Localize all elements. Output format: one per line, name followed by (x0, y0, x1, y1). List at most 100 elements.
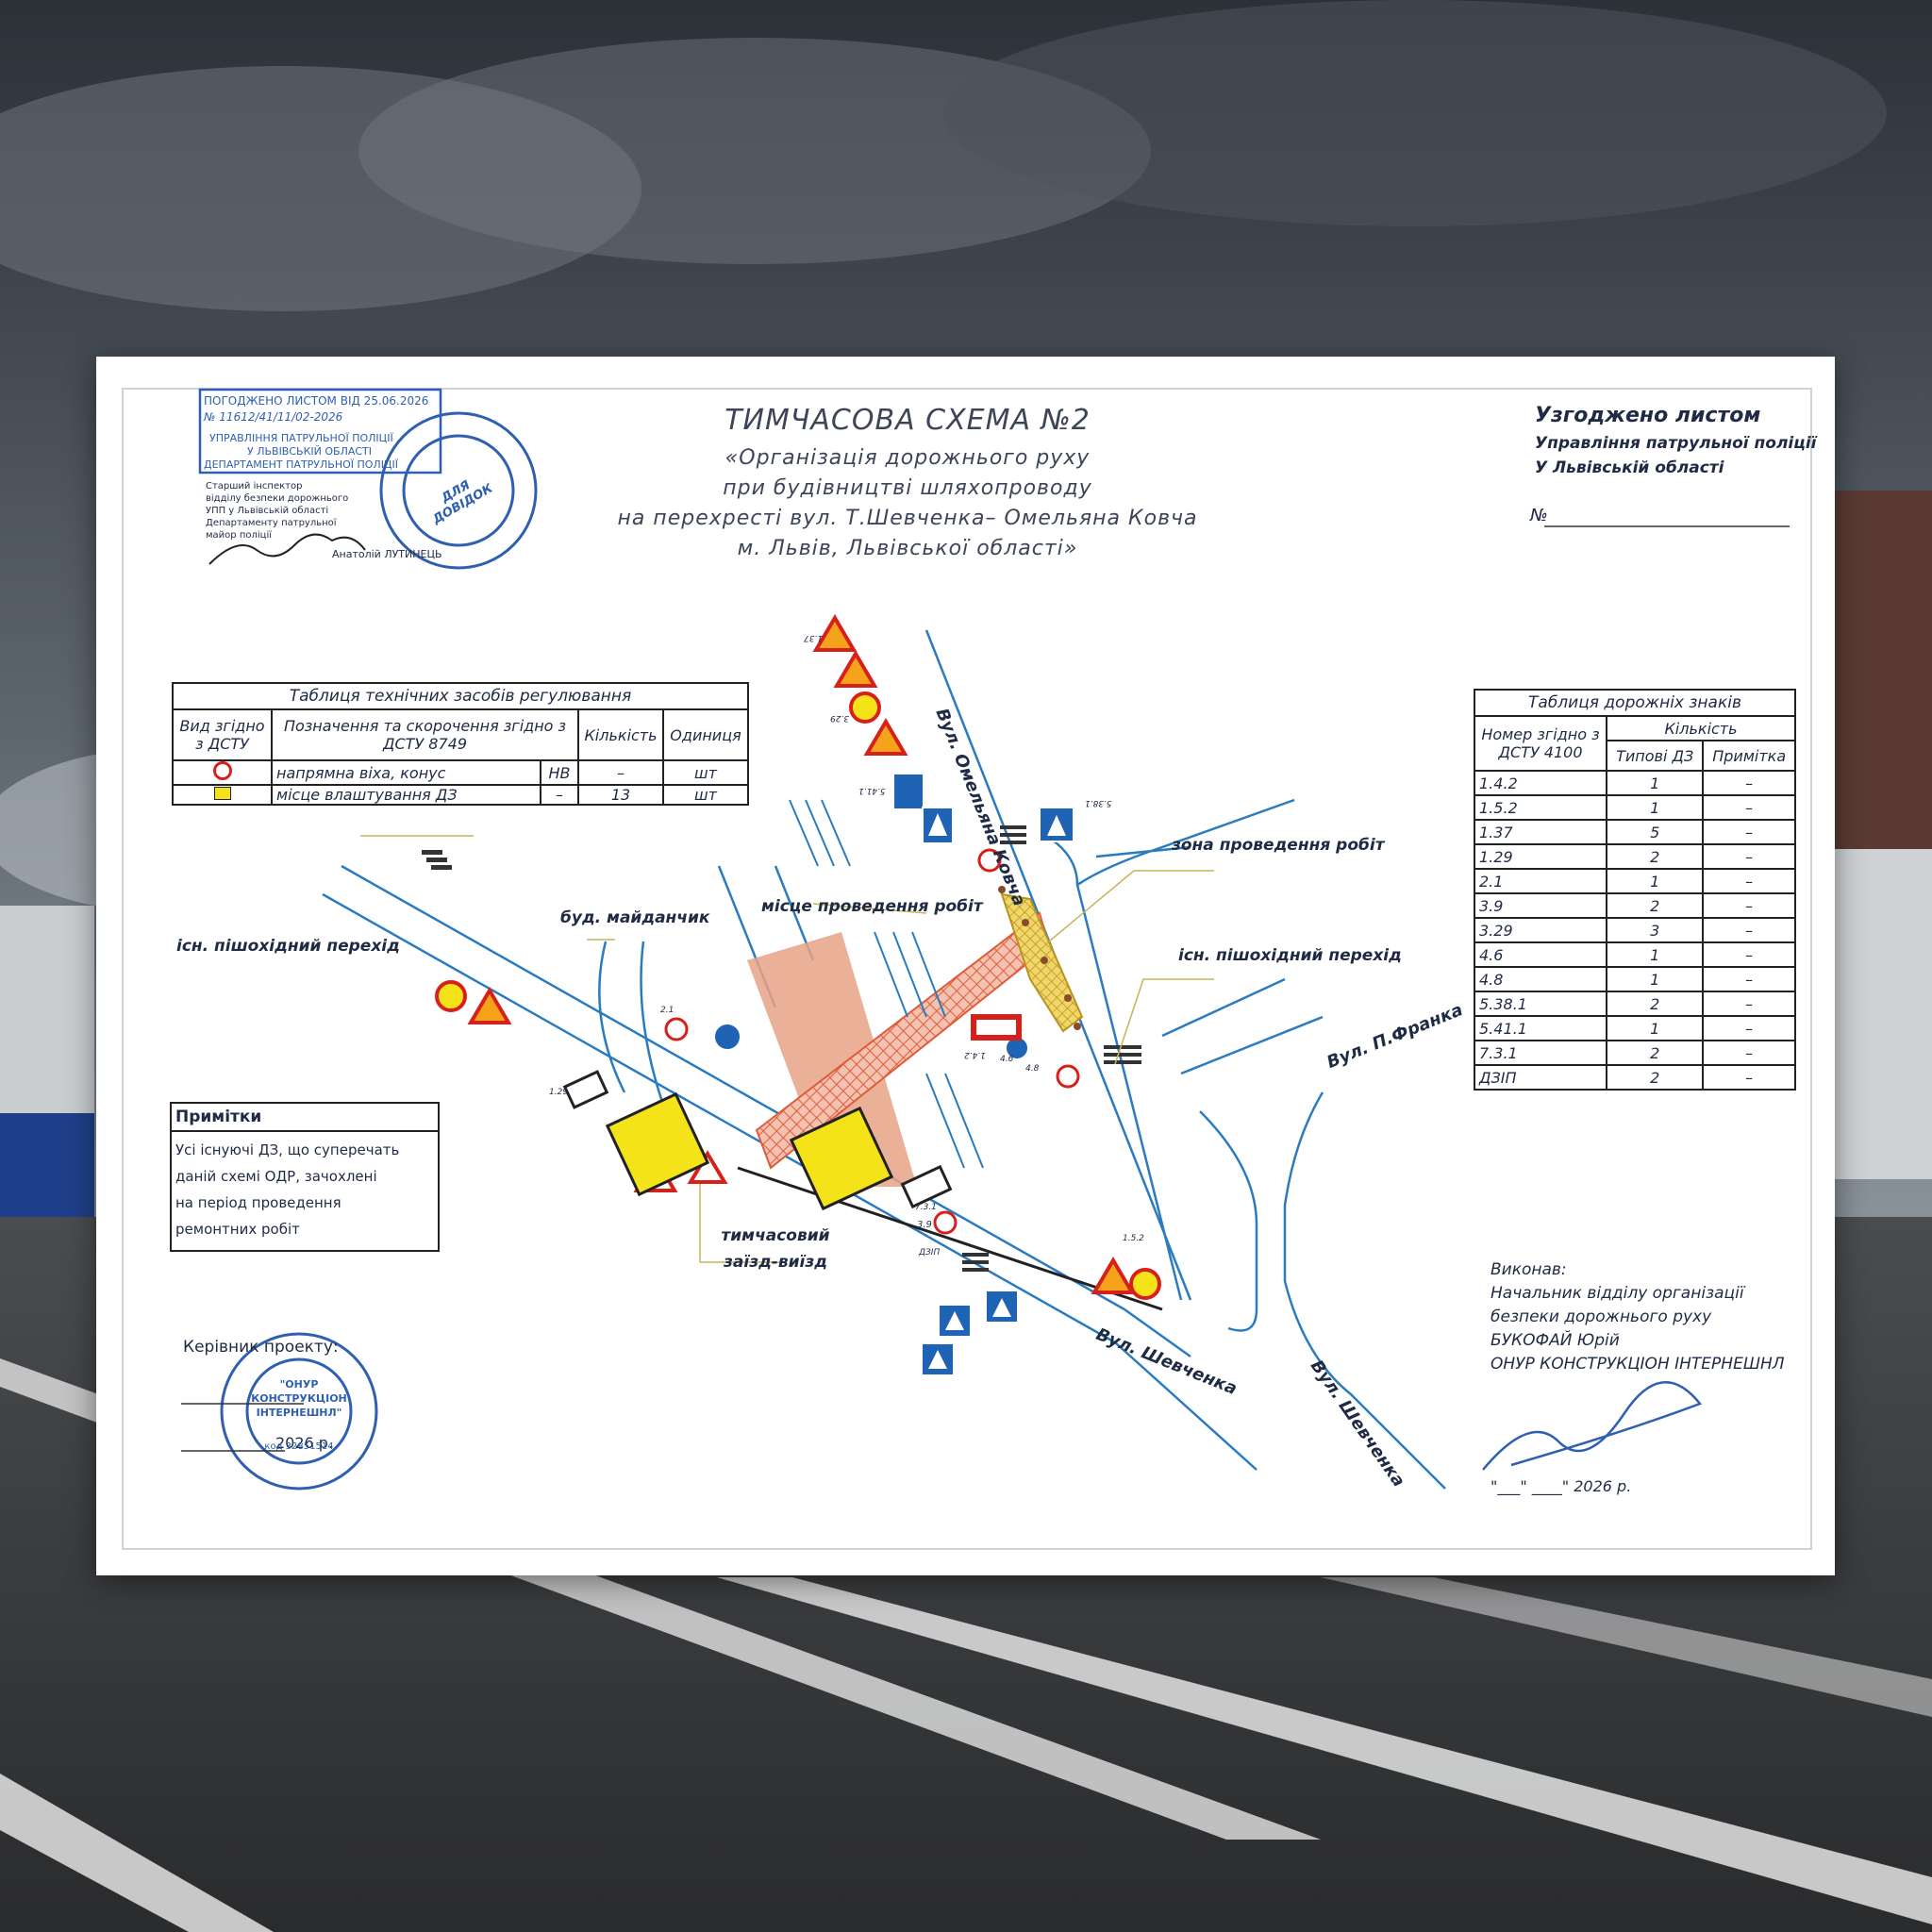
executor-date: "___" ____" 2026 р. (1491, 1477, 1632, 1495)
tech-header-qty: Кількість (577, 708, 664, 761)
tech-header-unit: Одиниця (662, 708, 749, 761)
label-work-zone: зона проведення робіт (1172, 836, 1385, 855)
sign-place-icon (172, 784, 273, 806)
signs-header-number: Номер згідно з ДСТУ 4100 (1474, 715, 1607, 772)
stamp-line-2: № 11612/41/11/02-2026 (204, 410, 343, 424)
notes-line-3: на період проведення (175, 1194, 341, 1211)
sign-code-1-5-2: 1.5.2 (1123, 1234, 1144, 1243)
tech-row-qty: 13 (577, 784, 664, 806)
sign-code-7-3-1: 7.3.1 (915, 1203, 937, 1212)
construction-site-area (747, 932, 917, 1187)
company-stamp-line-2: КОНСТРУКЦІОН (251, 1392, 347, 1405)
signs-cell-note: – (1702, 991, 1796, 1017)
tech-means-table: Таблиця технічних засобів регулювання Ви… (172, 682, 749, 806)
tech-row-code: НВ (540, 759, 579, 786)
signs-cell-qty: 3 (1605, 917, 1705, 943)
detour-board-right (789, 1106, 894, 1211)
label-construction-site: буд. майданчик (560, 908, 710, 927)
round-stamp-police (379, 411, 538, 570)
signs-cell-qty: 1 (1605, 868, 1705, 894)
notes-box: Примітки Усі існуючі ДЗ, що суперечать д… (170, 1102, 440, 1252)
signs-cell-qty: 2 (1605, 1064, 1705, 1091)
tech-row-qty: – (577, 759, 664, 786)
crosswalks (422, 825, 1141, 1272)
sign-code-1-29: 1.29 (549, 1088, 569, 1097)
tech-header-type: Вид згідно з ДСТУ (172, 708, 273, 761)
scheme-subtitle-3: на перехресті вул. Т.Шевченка– Омельяна … (617, 507, 1198, 530)
signs-cell-qty: 1 (1605, 770, 1705, 796)
sign-code-5-38-1: 5.38.1 (1085, 798, 1112, 808)
label-crossing-right: існ. пішохідний перехід (1178, 946, 1402, 965)
signs-cell-qty: 2 (1605, 991, 1705, 1017)
executor-line-4: БУКОФАЙ Юрій (1491, 1331, 1620, 1350)
signature-executor (1482, 1381, 1703, 1471)
signs-cell-number: 1.29 (1474, 843, 1607, 870)
signs-header-note: Примітка (1702, 740, 1796, 772)
company-stamp-line-1: "ОНУР (279, 1378, 319, 1391)
signs-cell-note: – (1702, 770, 1796, 796)
signs-table-title: Таблиця дорожніх знаків (1474, 689, 1796, 717)
company-stamp-line-3: ІНТЕРНЕШНЛ" (256, 1407, 342, 1419)
executor-line-3: безпеки дорожнього руху (1491, 1307, 1712, 1326)
notes-line-4: ремонтних робіт (175, 1221, 300, 1238)
stamp-note-3: УПП у Львівській області (206, 506, 329, 516)
signs-cell-note: – (1702, 892, 1796, 919)
drawing-frame (122, 388, 1812, 1550)
signs-cell-number: 5.41.1 (1474, 1015, 1607, 1041)
signs-cell-note: – (1702, 1064, 1796, 1091)
tech-row-code: – (540, 784, 579, 806)
tech-row-desc: місце влаштування ДЗ (271, 784, 541, 806)
signs-cell-note: – (1702, 1040, 1796, 1066)
detour-board-left (605, 1091, 710, 1197)
signs-cell-number: ДЗІП (1474, 1064, 1607, 1091)
notes-line-1: Усі існуючі ДЗ, що суперечать (175, 1141, 400, 1158)
executor-line-5: ОНУР КОНСТРУКЦІОН ІНТЕРНЕШНЛ (1491, 1355, 1785, 1374)
approval-line-3: У Львівській області (1535, 458, 1724, 477)
sign-code-4-8: 4.8 (1025, 1064, 1040, 1074)
signs-cell-note: – (1702, 1015, 1796, 1041)
signs-cell-number: 3.29 (1474, 917, 1607, 943)
signs-cell-qty: 2 (1605, 892, 1705, 919)
tech-row-unit: шт (662, 784, 749, 806)
stamp-line-4: У ЛЬВІВСЬКІЙ ОБЛАСТІ (247, 445, 373, 458)
signs-cell-number: 4.8 (1474, 966, 1607, 992)
signs-cell-qty: 5 (1605, 819, 1705, 845)
stamp-line-1: ПОГОДЖЕНО ЛИСТОМ ВІД 25.06.2026 (204, 394, 429, 408)
approval-line-1: Узгоджено листом (1535, 404, 1761, 427)
stamp-signer: Анатолій ЛУТИНЕЦЬ (332, 548, 442, 560)
sign-code-2-1: 2.1 (660, 1006, 675, 1015)
signs-cell-note: – (1702, 966, 1796, 992)
approval-line-2: Управління патрульної поліції (1535, 434, 1817, 453)
signs-cell-number: 1.4.2 (1474, 770, 1607, 796)
label-temp-access-2: заїзд-виїзд (724, 1253, 827, 1272)
stamp-note-2: відділу безпеки дорожнього (206, 493, 349, 504)
signs-cell-number: 3.9 (1474, 892, 1607, 919)
stamp-note-1: Старший інспектор (206, 481, 303, 491)
sign-code-1-37: 1.37 (804, 633, 824, 642)
executor-line-2: Начальник відділу організації (1491, 1284, 1744, 1303)
signature-police (208, 533, 366, 565)
project-lead-label: Керівник проекту: (183, 1338, 339, 1357)
scheme-title: ТИМЧАСОВА СХЕМА №2 (724, 404, 1091, 437)
label-temp-access-1: тимчасовий (721, 1226, 830, 1245)
signs-header-typical: Типові ДЗ (1605, 740, 1705, 772)
road-shevchenka (322, 864, 1257, 1471)
sign-code-3-9: 3.9 (917, 1220, 932, 1230)
scheme-subtitle-4: м. Львів, Львівської області» (737, 537, 1078, 560)
signs-cell-note: – (1702, 941, 1796, 968)
signs-cell-note: – (1702, 794, 1796, 821)
company-stamp-code: код 32851514 (264, 1441, 334, 1452)
signs-cell-qty: 1 (1605, 1015, 1705, 1041)
signs-cell-note: – (1702, 868, 1796, 894)
tech-row-desc: напрямна віха, конус (271, 759, 541, 786)
cone-icon (172, 759, 273, 786)
signs-cell-qty: 1 (1605, 966, 1705, 992)
